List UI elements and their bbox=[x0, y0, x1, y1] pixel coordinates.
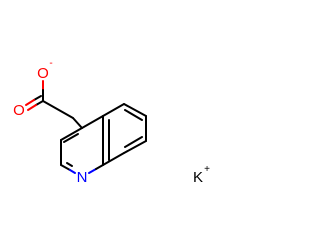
oxygen-carbonyl-label: O bbox=[13, 102, 25, 119]
bond-c2-n-blue bbox=[69, 169, 76, 174]
bond-c5-c6 bbox=[123, 103, 147, 117]
bond-c-o-double-b-red bbox=[25, 99, 35, 106]
bond-c-ch2 bbox=[42, 100, 74, 119]
bond-ch2-c4 bbox=[72, 117, 83, 129]
bond-c-o-double-a bbox=[35, 100, 44, 106]
bond-n-c8a bbox=[95, 164, 104, 170]
oxygen-anion-charge: - bbox=[49, 58, 52, 69]
bond-c5-c6-inner bbox=[124, 109, 143, 121]
bond-c4-c3-inner bbox=[63, 133, 79, 143]
bond-c-o-double-a-red bbox=[27, 104, 37, 111]
bond-n-c8a-blue bbox=[88, 168, 97, 174]
bond-c4-c4a bbox=[81, 115, 104, 129]
potassium-label: K bbox=[193, 169, 203, 186]
bond-c2-n-inner bbox=[66, 162, 73, 167]
nitrogen-label: N bbox=[77, 169, 88, 186]
bond-c7-c8-inner bbox=[124, 136, 143, 148]
oxygen-anion-label: O bbox=[37, 65, 49, 82]
bond-c2-n bbox=[60, 164, 71, 171]
bond-c8-c8a bbox=[102, 152, 125, 166]
potassium-charge: + bbox=[204, 164, 210, 175]
chemical-structure: O - O N K + bbox=[13, 58, 210, 186]
bond-c4-c3 bbox=[60, 127, 83, 141]
bond-c4a-c5 bbox=[102, 103, 125, 117]
bond-c-o-double-b bbox=[33, 95, 42, 101]
bond-c7-c8 bbox=[123, 140, 147, 154]
